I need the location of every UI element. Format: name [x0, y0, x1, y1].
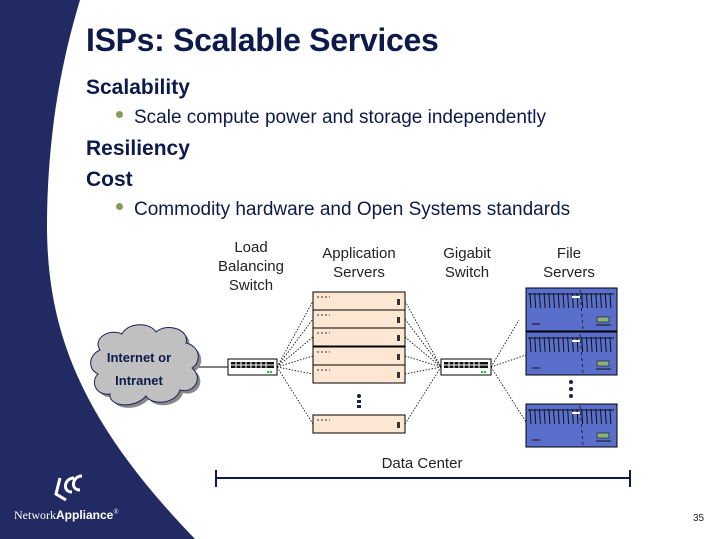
netapp-logo-icon [54, 474, 83, 502]
file-server-icon [525, 287, 618, 332]
links-lb-to-app-servers [276, 300, 314, 425]
bullet-scale-independently: Scale compute power and storage independ… [116, 107, 546, 129]
application-server-icon [312, 414, 406, 434]
application-server-icon [312, 309, 406, 329]
file-server-icon [525, 403, 618, 448]
load-balancing-switch-icon [227, 358, 278, 376]
internet-cloud: Internet or Intranet [90, 324, 202, 408]
application-server-icon [312, 364, 406, 384]
application-server-icon [312, 327, 406, 347]
file-server-icon [525, 331, 618, 376]
gigabit-switch-icon [440, 358, 492, 376]
cloud-label-line1: Internet or [107, 350, 171, 365]
application-server-icon [312, 291, 406, 311]
page-number: 35 [693, 513, 705, 524]
links-app-to-gigabit [404, 300, 442, 425]
links-gigabit-to-filers [490, 319, 527, 423]
file-servers-ellipsis-icon [569, 380, 573, 398]
heading-cost: Cost [86, 168, 133, 191]
bullet-commodity-hardware: Commodity hardware and Open Systems stan… [116, 199, 570, 221]
cloud-label-line2: Intranet [115, 373, 163, 388]
label-file-servers: File Servers [543, 245, 595, 281]
app-servers-ellipsis-icon [357, 394, 361, 408]
netapp-logo-text: NetworkAppliance® [14, 508, 119, 522]
heading-resiliency: Resiliency [86, 137, 190, 160]
label-gigabit-switch: Gigabit Switch [443, 245, 491, 281]
navy-side-panel [0, 0, 195, 539]
file-servers [525, 287, 618, 448]
application-servers [312, 291, 406, 434]
application-server-icon [312, 346, 406, 366]
slide-title: ISPs: Scalable Services [86, 22, 439, 58]
label-application-servers: Application Servers [322, 245, 396, 281]
data-center-label: Data Center [381, 455, 463, 472]
heading-scalability: Scalability [86, 76, 190, 99]
bullet-dot [116, 203, 123, 211]
data-center-bracket [215, 470, 631, 487]
bullet-dot [116, 111, 123, 119]
label-load-balancing-switch: Load Balancing Switch [218, 239, 284, 294]
